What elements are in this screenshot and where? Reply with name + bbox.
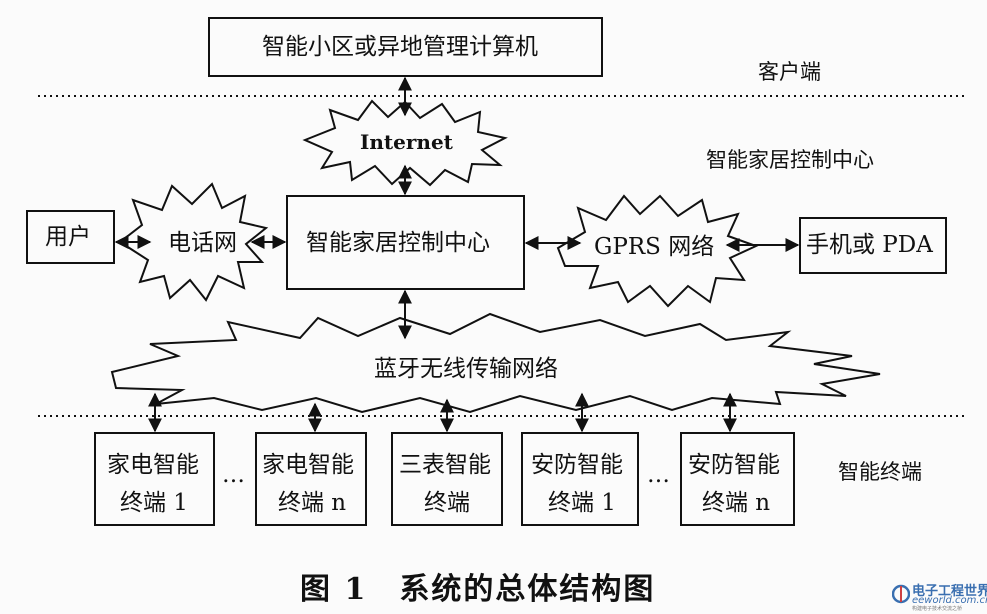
watermark: 电子工程世界 eeworld.com.cn 构建电子技术交流之桥 [892,580,987,612]
terminal-1-line1: 家电智能 [107,452,199,478]
internet-label: Internet [360,130,453,154]
watermark-tagline: 构建电子技术交流之桥 [912,606,963,612]
terminal-3-line2: 终端 [424,490,470,516]
bluetooth-cloud [110,312,881,414]
terminal-2-line1: 家电智能 [262,452,354,478]
terminal-box-4 [521,432,639,526]
ellipsis-right: … [647,462,670,488]
bluetooth-label: 蓝牙无线传输网络 [374,356,558,382]
figure-caption: 图 1 系统的总体结构图 [300,572,656,607]
phone-network-label: 电话网 [168,230,237,256]
terminal-5-line1: 安防智能 [688,452,780,478]
terminal-2-line2: 终端 n [278,490,347,516]
watermark-site: eeworld.com.cn [912,595,987,606]
phone-network-cloud [118,182,269,302]
gprs-label: GPRS 网络 [594,234,715,260]
terminal-5-line2: 终端 n [702,490,771,516]
zone-label-control-center: 智能家居控制中心 [706,148,874,172]
terminal-1-line2: 终端 1 [120,490,188,516]
user-label: 用户 [45,224,91,250]
watermark-brand: 电子工程世界 [912,584,987,599]
terminal-4-line2: 终端 1 [548,490,616,516]
terminal-box-1 [94,432,215,526]
remote-computer-label: 智能小区或异地管理计算机 [262,34,538,60]
mobile-box [799,217,947,274]
user-box [26,210,115,264]
terminal-4-line1: 安防智能 [531,452,623,478]
gprs-cloud [556,194,759,308]
control-center-box [286,195,525,290]
terminal-box-2 [255,432,367,526]
eeworld-logo-icon [892,584,910,604]
ellipsis-left: … [222,462,245,488]
mobile-label: 手机或 PDA [806,232,933,258]
internet-cloud [302,99,508,187]
zone-label-terminals: 智能终端 [838,460,922,484]
zone-label-client: 客户端 [758,60,821,84]
terminal-box-5 [680,432,795,526]
remote-computer-box [208,17,603,77]
control-center-label: 智能家居控制中心 [306,230,490,256]
terminal-3-line1: 三表智能 [399,452,491,478]
terminal-box-3 [391,432,503,526]
